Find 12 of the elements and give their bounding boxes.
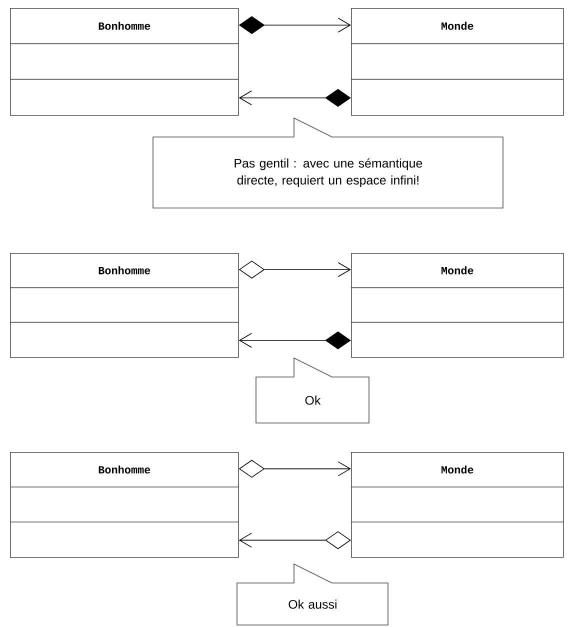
class-box: Bonhomme [10, 452, 240, 558]
note-callout: Pas gentil : avec une sémantique directe, requiert un espace infini! [152, 117, 504, 208]
note-callout: Ok aussi [236, 563, 388, 626]
class-box: Monde [350, 8, 564, 116]
class-box: Bonhomme [10, 8, 240, 116]
class-box: Monde [350, 253, 564, 358]
class-box: Bonhomme [10, 253, 240, 358]
association-arrow [238, 331, 351, 350]
association-arrow [238, 88, 351, 107]
note-callout: Ok [256, 357, 370, 424]
class-box: Monde [350, 452, 564, 558]
association-arrow [238, 531, 351, 550]
